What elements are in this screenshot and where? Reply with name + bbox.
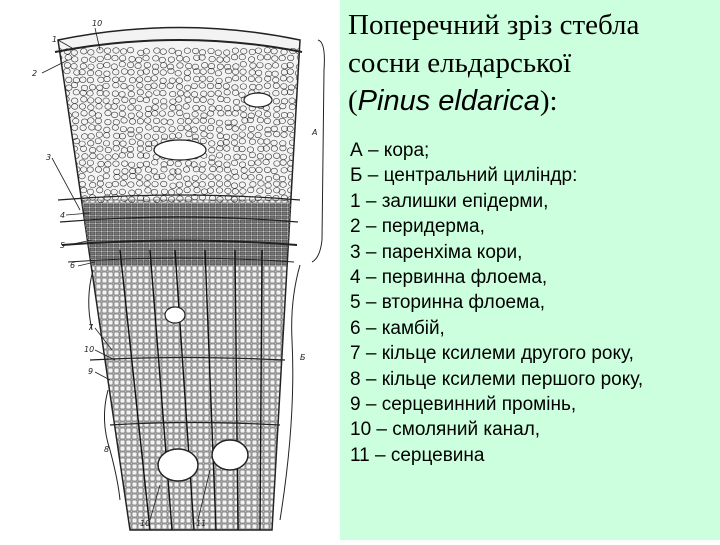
label-9: 9 xyxy=(88,367,93,376)
title-latin-name: Pinus eldarica xyxy=(357,85,540,117)
legend-item: 1 – залишки епідерми, xyxy=(350,190,549,212)
label-8: 8 xyxy=(104,445,109,454)
bracket-label-a: A xyxy=(311,128,317,137)
label-2: 2 xyxy=(32,69,37,78)
legend-item: 8 – кільце ксилеми першого року, xyxy=(350,368,644,390)
label-11: 11 xyxy=(196,519,206,528)
legend-item: 4 – первинна флоема, xyxy=(350,267,548,289)
label-6: 6 xyxy=(70,261,75,270)
label-4: 4 xyxy=(60,211,65,220)
label-10-bottom: 10 xyxy=(140,519,150,528)
label-3: 3 xyxy=(46,153,51,162)
legend-list: А – кора; Б – центральний циліндр: 1 – з… xyxy=(350,138,718,468)
legend-item: А – кора; xyxy=(350,140,430,161)
title-paren-open: ( xyxy=(348,85,358,117)
title-line-2: сосни ельдарської xyxy=(348,47,572,79)
legend-item: 10 – смоляний канал, xyxy=(350,419,541,441)
legend-item: 2 – перидерма, xyxy=(350,216,485,238)
legend-item: 5 – вторинна флоема, xyxy=(350,292,545,314)
title-line-1: Поперечний зріз стебла xyxy=(348,9,640,41)
diagram-panel: 10 1 2 3 4 5 6 7 10 9 8 10 11 A Б xyxy=(0,0,340,540)
legend-item: 9 – серцевинний промінь, xyxy=(350,394,577,416)
slide-title: Поперечний зріз стебла сосни ельдарської… xyxy=(348,6,720,120)
legend-panel xyxy=(340,0,720,540)
label-10-top: 10 xyxy=(92,19,102,28)
label-5: 5 xyxy=(60,241,65,250)
bracket-label-b: Б xyxy=(300,353,306,362)
pine-stem-cross-section-drawing: 10 1 2 3 4 5 6 7 10 9 8 10 11 A Б xyxy=(32,19,325,531)
label-7: 7 xyxy=(88,323,94,332)
legend-item: 11 – серцевина xyxy=(350,444,485,466)
legend-item: 3 – паренхіма кори, xyxy=(350,241,523,263)
title-paren-close: ): xyxy=(539,85,558,117)
label-1: 1 xyxy=(52,35,57,44)
legend-item: Б – центральний циліндр: xyxy=(350,165,578,187)
label-10-mid: 10 xyxy=(84,345,94,354)
legend-item: 6 – камбій, xyxy=(350,317,445,339)
legend-item: 7 – кільце ксилеми другого року, xyxy=(350,343,634,365)
